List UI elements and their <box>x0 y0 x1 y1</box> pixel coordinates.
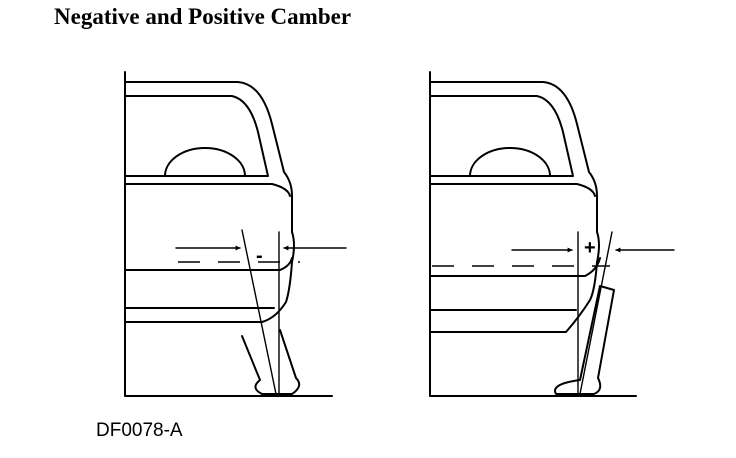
tire <box>241 329 301 395</box>
tire <box>554 285 615 395</box>
car-body-outline <box>124 71 333 397</box>
trunk-line <box>124 183 291 197</box>
trunk-line <box>429 183 596 197</box>
camber-line <box>241 229 277 395</box>
negative-camber-panel: - <box>124 71 347 397</box>
positive-camber-panel: + <box>429 71 675 397</box>
positive-sign: + <box>584 237 596 259</box>
bumper-top <box>124 257 293 271</box>
diagram-title: Negative and Positive Camber <box>54 4 352 29</box>
camber-line <box>579 231 613 395</box>
bumper-top <box>429 257 601 277</box>
figure-id: DF0078-A <box>96 420 183 441</box>
steering-wheel <box>164 147 246 177</box>
rear-window <box>124 95 269 177</box>
rear-window <box>429 95 574 177</box>
steering-wheel <box>469 147 551 177</box>
car-body-outline <box>429 71 637 397</box>
negative-sign: - <box>256 245 263 267</box>
